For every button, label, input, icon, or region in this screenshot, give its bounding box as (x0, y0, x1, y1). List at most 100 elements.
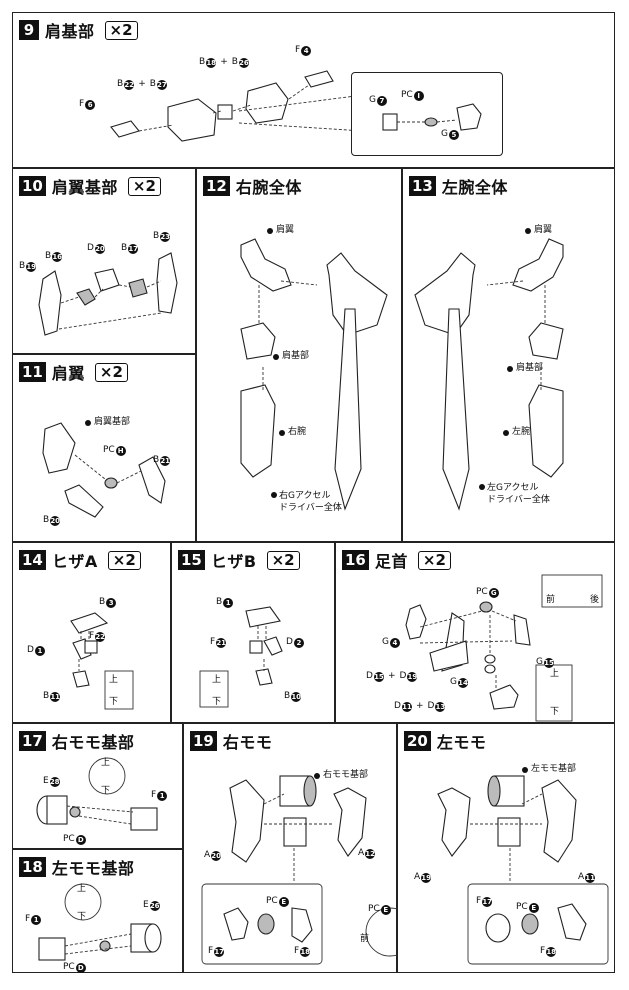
step-13-header: 13 左腕全体 (409, 175, 508, 197)
step-title: 右腕全体 (235, 178, 302, 197)
step-number: 12 (203, 176, 230, 196)
step-number: 10 (19, 176, 46, 196)
ref-label-left-arm: 左腕 (503, 427, 530, 438)
quantity-badge: ×2 (266, 550, 300, 570)
plate-f6 (110, 120, 140, 138)
step-number: 14 (19, 550, 46, 570)
step-number: 16 (342, 550, 369, 570)
ref-label-right-arm: 右腕 (279, 427, 306, 438)
ref-label-shoulder-base: 肩基部 (507, 363, 543, 374)
ankle-diagram (405, 574, 603, 722)
left-thigh-diagram (437, 775, 609, 965)
callout-down: 下 (77, 912, 87, 922)
left-thigh-base-diagram (38, 883, 162, 961)
callout-front: 前 (360, 934, 370, 944)
callout-down: 下 (212, 697, 222, 707)
knee-a-diagram (70, 612, 134, 710)
right-thigh-base-diagram (36, 757, 158, 831)
step-title: 右モモ基部 (51, 733, 135, 752)
step-title: ヒザA (51, 552, 98, 571)
step-title: 左腕全体 (441, 178, 508, 197)
callout-front: 前 (546, 595, 556, 605)
step-number: 18 (19, 857, 46, 877)
step-11-header: 11 肩翼 ×2 (19, 361, 128, 383)
step-18-header: 18 左モモ基部 (19, 856, 134, 878)
shoulder-base-diagram (110, 70, 364, 142)
step-title: 肩翼 (51, 364, 85, 383)
callout-up: 上 (109, 675, 119, 685)
step-9-header: 9 肩基部 ×2 (19, 19, 138, 41)
step-13-panel: 13 左腕全体 肩翼 肩基部 左腕 左Gアクセル ドライバー全体 (402, 168, 615, 542)
step-12-header: 12 右腕全体 (203, 175, 302, 197)
step-number: 20 (404, 731, 431, 751)
step-title: ヒザB (210, 552, 257, 571)
step-number: 15 (178, 550, 205, 570)
ref-label-wing-base: 肩翼基部 (85, 417, 130, 428)
step-title: 足首 (374, 552, 408, 571)
step-number: 19 (190, 731, 217, 751)
detail-diagram (382, 103, 482, 131)
callout-up: 上 (550, 669, 560, 679)
left-arm-diagram (414, 238, 564, 511)
step-number: 13 (409, 176, 436, 196)
step-title: 肩基部 (45, 22, 95, 41)
callout-up: 上 (77, 884, 87, 894)
right-thigh-diagram (201, 775, 415, 965)
step-title: 左モモ (436, 733, 487, 752)
quantity-badge: ×2 (127, 176, 161, 196)
step-number: 17 (19, 731, 46, 751)
step-15-header: 15 ヒザB ×2 (178, 549, 300, 571)
step-19-header: 19 右モモ (190, 730, 272, 752)
callout-down: 下 (109, 697, 119, 707)
quantity-badge: ×2 (107, 550, 141, 570)
wing-diagram (42, 422, 166, 518)
callout-down: 下 (550, 707, 560, 717)
step-title: 右モモ (222, 733, 273, 752)
step-16-header: 16 足首 ×2 (342, 549, 451, 571)
step-20-header: 20 左モモ (404, 730, 486, 752)
knee-b-diagram (199, 606, 283, 708)
plate-f4 (304, 70, 334, 88)
